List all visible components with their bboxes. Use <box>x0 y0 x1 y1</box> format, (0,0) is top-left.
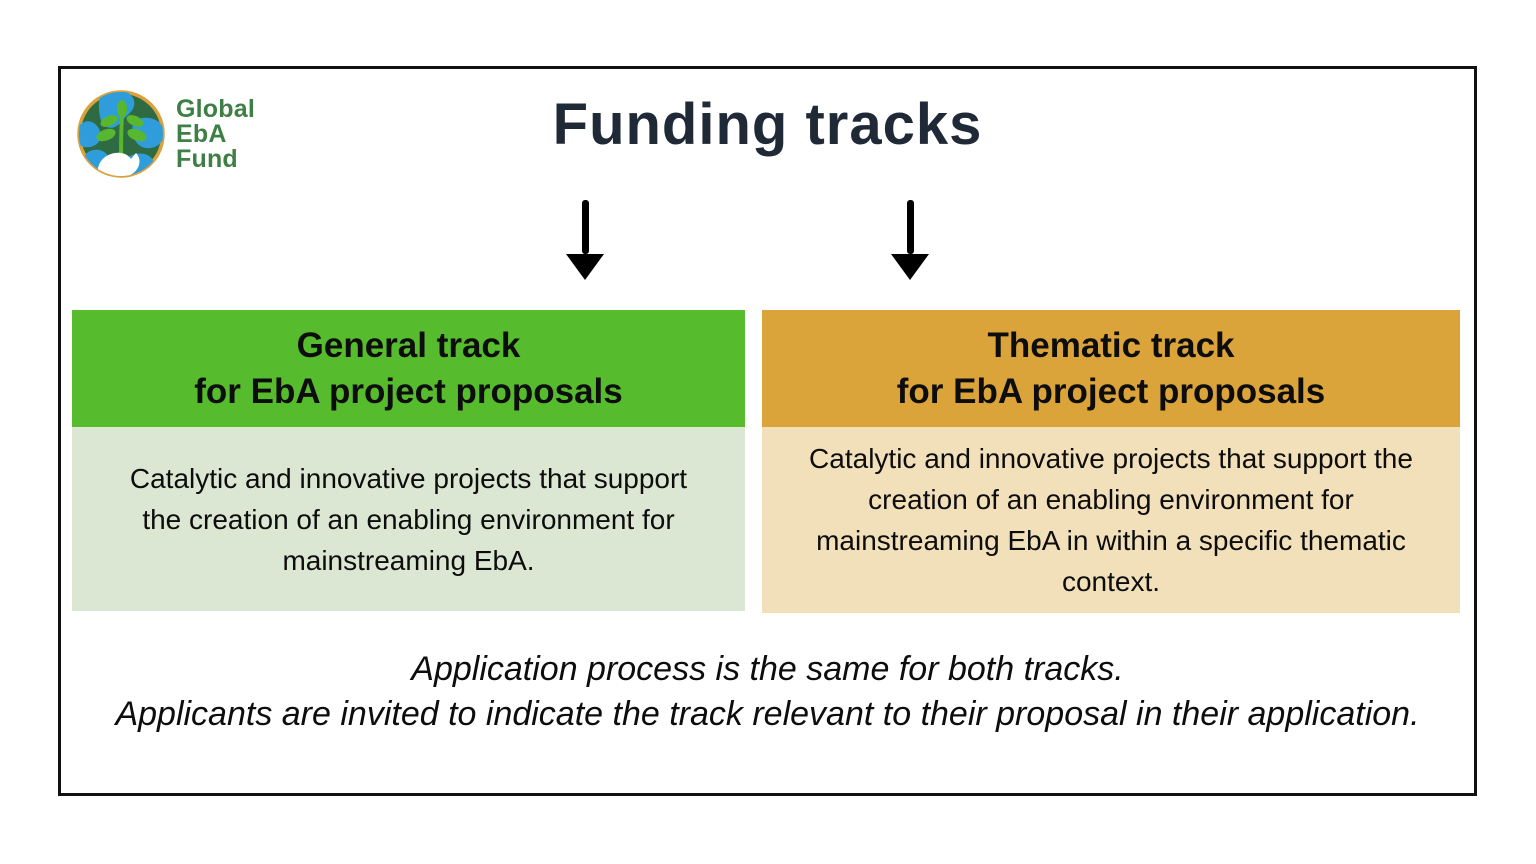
logo-word-global: Global <box>176 94 255 123</box>
globe-plant-hand-icon <box>77 90 165 178</box>
application-note-line2: Applicants are invited to indicate the t… <box>115 695 1420 733</box>
page-title: Funding tracks <box>552 92 983 157</box>
general-track-header-line1: General track <box>296 325 521 365</box>
logo-word-eba: EbA <box>176 119 227 148</box>
general-track-header-line2: for EbA project proposals <box>194 371 623 411</box>
down-arrow-icon <box>891 200 929 280</box>
thematic-track-box: Thematic track for EbA project proposals… <box>762 310 1460 613</box>
arrow-head <box>566 254 604 280</box>
thematic-track-header-line2: for EbA project proposals <box>896 371 1326 411</box>
thematic-track-header-line1: Thematic track <box>987 325 1235 365</box>
arrow-shaft <box>906 200 914 254</box>
logo-wordmark: Global EbA Fund <box>176 94 255 173</box>
application-note: Application process is the same for both… <box>61 647 1474 737</box>
arrow-shaft <box>581 200 589 254</box>
thematic-track-description: Catalytic and innovative projects that s… <box>762 427 1460 613</box>
arrow-head <box>891 254 929 280</box>
general-track-header: General track for EbA project proposals <box>72 310 745 427</box>
global-eba-fund-logo: Global EbA Fund <box>76 89 255 179</box>
down-arrow-icon <box>566 200 604 280</box>
slide-frame: Global EbA Fund Funding tracks General t… <box>58 66 1477 796</box>
thematic-track-description-text: Catalytic and innovative projects that s… <box>809 443 1413 597</box>
general-track-description: Catalytic and innovative projects that s… <box>72 427 745 611</box>
logo-word-fund: Fund <box>176 144 238 173</box>
application-note-line1: Application process is the same for both… <box>411 650 1124 688</box>
thematic-track-header: Thematic track for EbA project proposals <box>762 310 1460 427</box>
general-track-description-text: Catalytic and innovative projects that s… <box>129 462 688 576</box>
general-track-box: General track for EbA project proposals … <box>72 310 745 611</box>
